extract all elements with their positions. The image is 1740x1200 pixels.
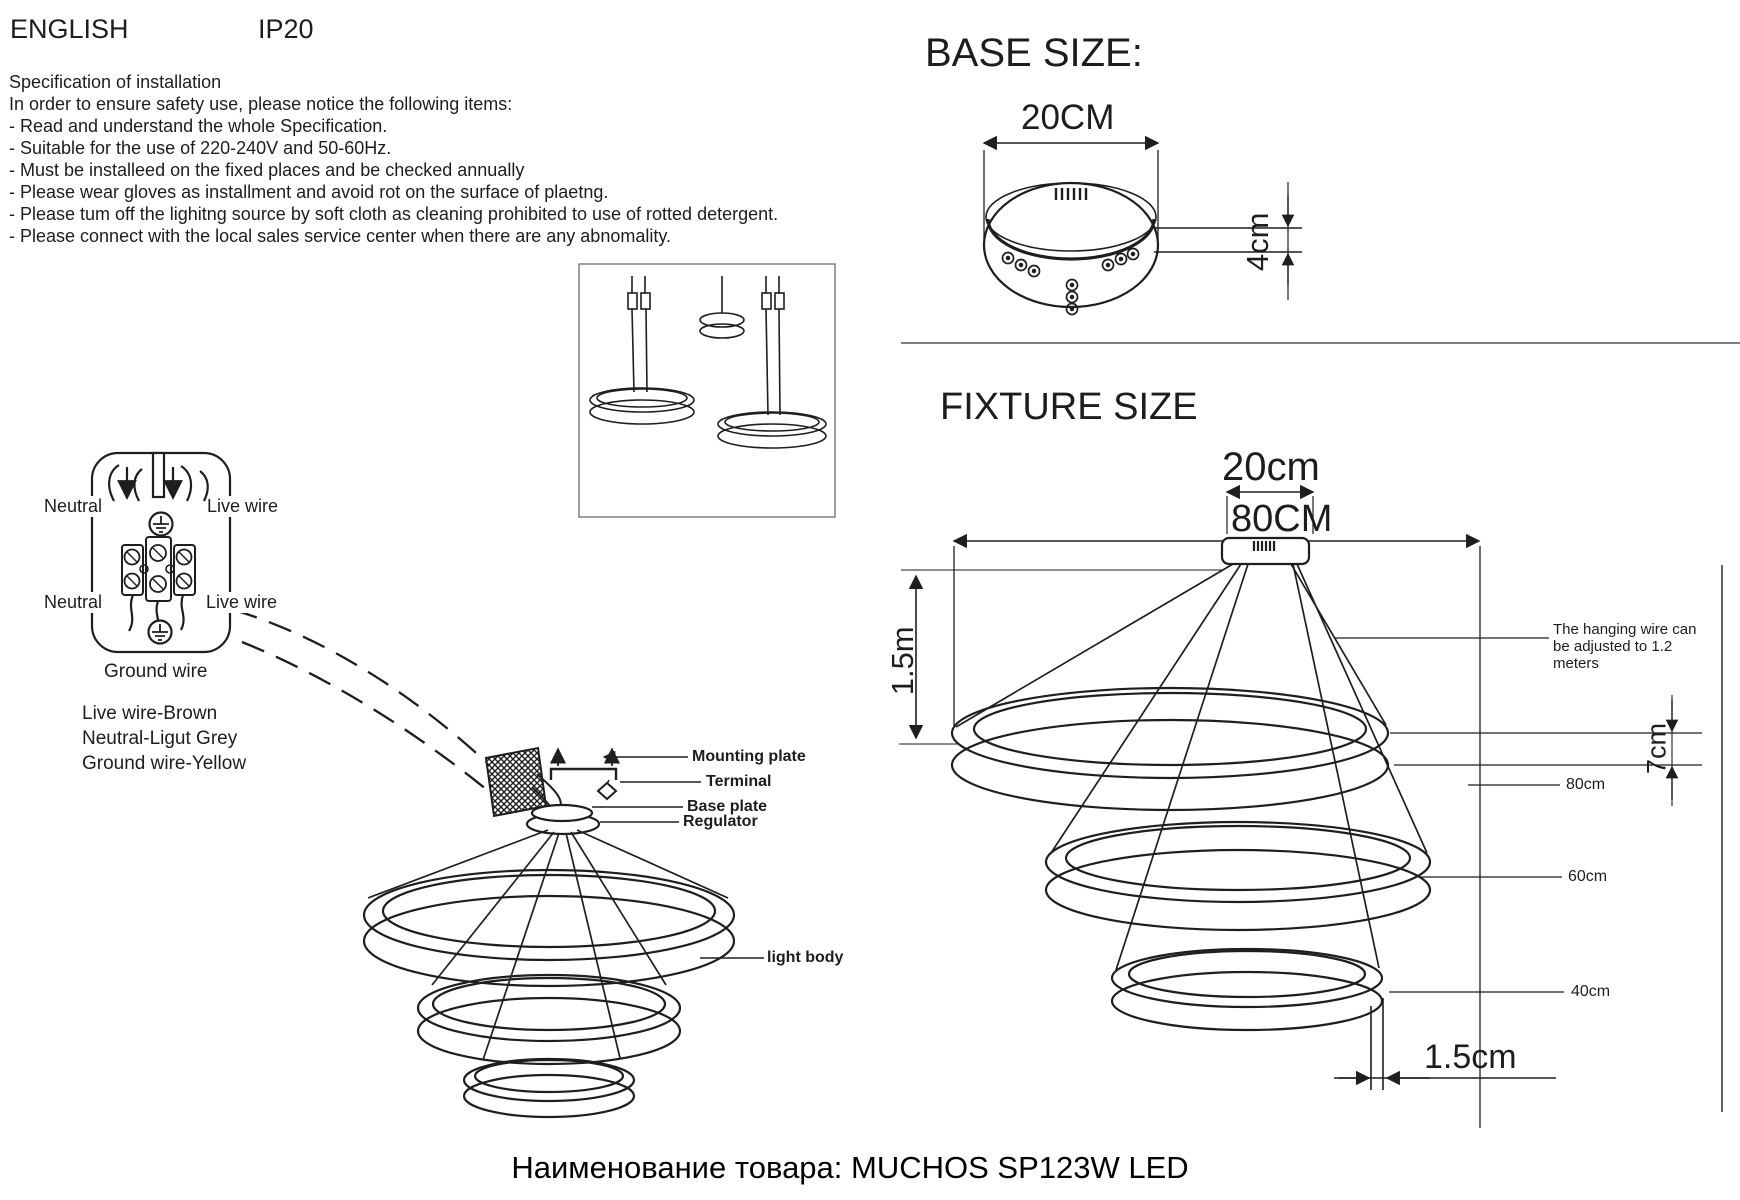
wire-color-legend-ground: Ground wire-Yellow xyxy=(82,753,247,774)
base-size-drawing xyxy=(982,135,1302,316)
spec-item: - Read and understand the whole Specific… xyxy=(9,116,388,136)
fixture-ring-height-dim: 7cm xyxy=(1641,723,1672,775)
callout-base-plate: Base plate xyxy=(687,798,768,815)
spec-title: Specification of installation xyxy=(9,72,222,92)
hanging-wire-note-line1: The hanging wire can xyxy=(1553,621,1697,638)
product-name-label: Наименование товара: MUCHOS SP123W LED xyxy=(511,1150,1189,1185)
spec-intro: In order to ensure safety use, please no… xyxy=(9,94,513,114)
ring-diameter-label-60: 60cm xyxy=(1568,868,1608,885)
wiring-label-live-bottom: Live wire xyxy=(206,592,278,613)
pendant-assembly-drawing xyxy=(362,747,764,1119)
wiring-label-neutral-bottom: Neutral xyxy=(44,592,103,613)
ring-diameter-label-80: 80cm xyxy=(1566,776,1606,793)
spec-item: - Please connect with the local sales se… xyxy=(9,226,672,246)
dashed-leads xyxy=(233,608,493,795)
callout-mounting-plate: Mounting plate xyxy=(692,748,806,765)
fixture-size-title: FIXTURE SIZE xyxy=(940,386,1198,428)
fixture-overall-dim: 80CM xyxy=(1231,498,1333,540)
wire-color-legend-live: Live wire-Brown xyxy=(82,703,218,724)
fixture-size-drawing xyxy=(899,484,1723,1128)
spec-item: - Please tum off the lighitng source by … xyxy=(9,204,779,224)
base-diameter-dim: 20CM xyxy=(1021,98,1115,137)
base-size-title: BASE SIZE: xyxy=(925,31,1143,75)
fixture-wire-length-dim: 1.5m xyxy=(885,626,921,696)
fixture-canopy-dim: 20cm xyxy=(1222,445,1320,489)
callout-light-body: light body xyxy=(767,949,844,966)
hanging-wire-note-line2: be adjusted to 1.2 xyxy=(1553,638,1673,655)
wiring-label-ground: Ground wire xyxy=(104,661,208,682)
wiring-label-neutral-top: Neutral xyxy=(44,496,103,517)
callout-terminal: Terminal xyxy=(706,773,772,790)
base-height-dim: 4cm xyxy=(1240,212,1276,272)
ring-thickness-dim: 1.5cm xyxy=(1424,1038,1517,1076)
spec-item: - Must be installeed on the fixed places… xyxy=(9,160,525,180)
ip-rating-label: IP20 xyxy=(258,14,314,44)
wire-color-legend-neutral: Neutral-Ligut Grey xyxy=(82,728,238,749)
language-label: ENGLISH xyxy=(10,14,129,44)
spec-item: - Please wear gloves as installment and … xyxy=(9,182,609,202)
wiring-label-live-top: Live wire xyxy=(207,496,279,517)
spec-item: - Suitable for the use of 220-240V and 5… xyxy=(9,138,392,158)
inset-thumbnail-drawing xyxy=(578,263,836,518)
wiring-terminal-drawing xyxy=(90,451,232,654)
callout-regulator: Regulator xyxy=(683,813,758,830)
ring-diameter-label-40: 40cm xyxy=(1571,983,1611,1000)
hanging-wire-note-line3: meters xyxy=(1553,655,1599,672)
